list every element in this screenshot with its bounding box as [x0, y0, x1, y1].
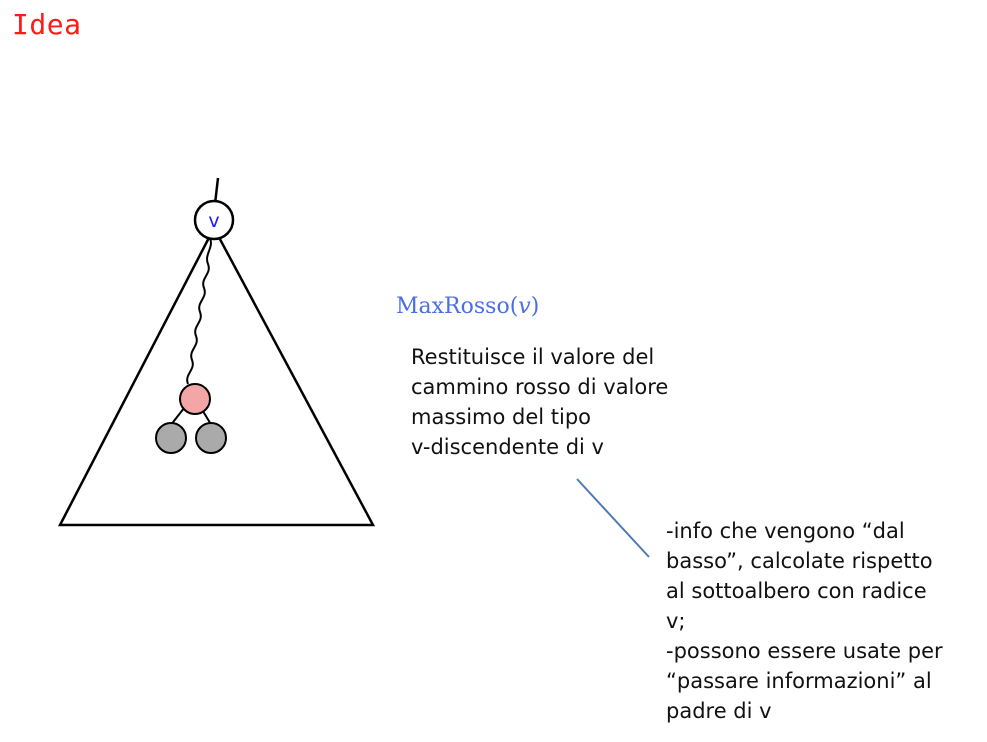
- red-node: [179, 383, 211, 415]
- subtree-triangle: [57, 225, 376, 527]
- wavy-path: [186, 237, 212, 385]
- function-name: MaxRosso: [396, 294, 510, 319]
- function-argument: v: [518, 294, 531, 319]
- parent-edge: [213, 177, 220, 205]
- root-node-v: [193, 199, 235, 241]
- function-description: Restituisce il valore del cammino rosso …: [411, 345, 669, 459]
- slide-title: Idea: [12, 8, 82, 41]
- side-note: -info che vengono “dal basso”, calcolate…: [666, 519, 943, 723]
- root-node-label: v: [208, 210, 219, 232]
- connector-line: [576, 478, 650, 558]
- gray-child-right: [195, 422, 227, 454]
- function-signature: MaxRosso(v): [396, 294, 540, 319]
- gray-child-left: [155, 422, 187, 454]
